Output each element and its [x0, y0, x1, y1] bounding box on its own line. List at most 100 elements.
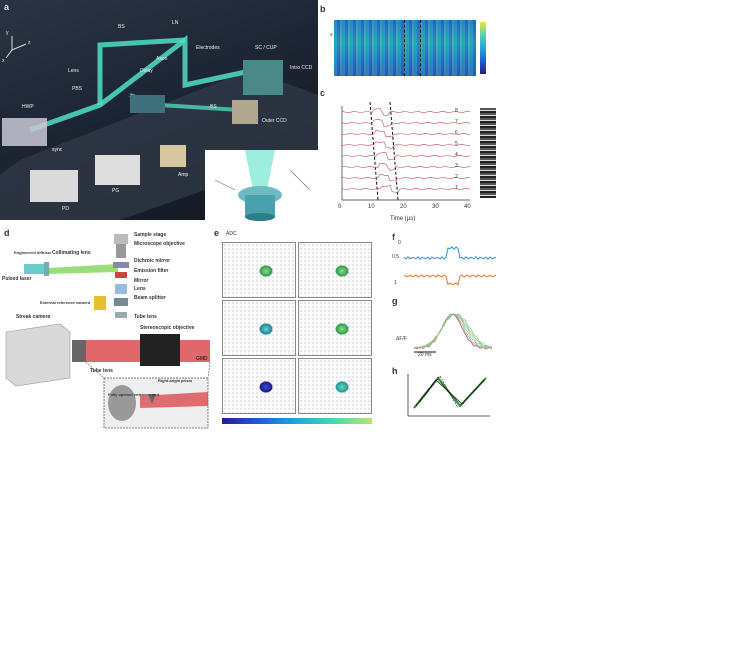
label-delay: Delay	[140, 68, 153, 74]
panel-d-letter: d	[4, 228, 10, 238]
label-tube-lens-bottom: Tube lens	[90, 368, 113, 374]
panel-c: c Time (μs) 0 10 20 30 40 8 7 6 5 4 3 2 …	[320, 88, 502, 228]
label-sample-stage: Sample stage	[134, 232, 167, 238]
trace-guide-2	[389, 101, 399, 201]
label-microscope-objective: Microscope objective	[134, 241, 185, 247]
trace-labels: 8 7 6 5 4 3 2 1	[455, 108, 465, 196]
axis-y: y	[6, 30, 9, 36]
trace-label-7: 7	[455, 119, 458, 125]
panel-h-plot	[407, 374, 490, 417]
panel-h: h	[390, 366, 502, 424]
trace-2	[341, 174, 471, 182]
panel-a-setup: a BS LN Electrodes SC / CUP Intro CCD Le…	[0, 0, 318, 220]
trace-label-2: 2	[455, 174, 458, 180]
label-stereoscopic-objective: Stereoscopic objective	[140, 325, 195, 331]
label-axon: Axon	[156, 56, 168, 62]
panel-f: f 0.5 1 0	[390, 232, 502, 292]
traces-axes	[341, 106, 470, 201]
trace-5	[341, 141, 471, 149]
dff-trace-6	[413, 313, 493, 349]
tile-4	[298, 300, 372, 356]
panel-b-axis-label: x	[330, 32, 333, 38]
tile-5	[222, 358, 296, 414]
trace-label-8: 8	[455, 108, 458, 114]
panel-d: d Collimating lens Engineered diffuser P…	[0, 228, 215, 433]
label-hwp: HWP	[22, 104, 34, 110]
panel-f-letter: f	[392, 232, 395, 242]
label-lens: Lens	[134, 286, 146, 292]
label-bs-top: BS	[118, 24, 125, 30]
label-pulsed-laser: Pulsed laser	[2, 276, 32, 282]
label-collimating-lens: Collimating lens	[52, 250, 91, 256]
inset-objective	[214, 150, 311, 221]
label-lens: Lens	[68, 68, 79, 74]
panel-f-ytick-0-5: 0.5	[392, 254, 399, 260]
panel-f-ytick-1: 1	[394, 280, 397, 286]
panel-d-diagram	[5, 234, 211, 429]
xtick-40: 40	[464, 204, 471, 210]
label-emission-filter: Emission filter	[134, 268, 169, 274]
trace-3	[341, 163, 471, 171]
tile-1	[222, 242, 296, 298]
trace-7	[341, 119, 471, 127]
trace-6	[341, 130, 471, 138]
panel-e: e ADC	[214, 228, 376, 438]
heatmap-dash-2	[420, 20, 421, 76]
trace-label-3: 3	[455, 163, 458, 169]
label-outer-ccd: Outer CCD	[262, 118, 287, 124]
label-dichroic-mirror: Dichroic mirror	[134, 258, 171, 264]
xtick-10: 10	[368, 204, 375, 210]
panel-g: g ΔF/F 20 ms	[390, 296, 502, 362]
label-external-reference-camera: External reference camera	[40, 300, 91, 305]
label-intro-ccd: Intro CCD	[290, 65, 313, 71]
panel-g-scale-label: 20 ms	[418, 352, 432, 358]
axis-z: z	[28, 40, 31, 46]
label-amp: Amp	[178, 172, 189, 178]
panel-a-diagram	[0, 34, 318, 220]
trace-label-4: 4	[455, 152, 458, 158]
panel-e-letter: e	[214, 228, 220, 238]
xtick-30: 30	[432, 204, 439, 210]
label-sync: sync	[52, 147, 63, 153]
label-engineered-diffuser: Engineered diffuser	[14, 250, 52, 255]
panel-g-ylabel: ΔF/F	[396, 336, 407, 342]
panel-b: b x	[320, 4, 492, 80]
label-electrodes: Electrodes	[196, 45, 220, 51]
label-streak-camera: Streak camera	[16, 314, 51, 320]
xtick-0: 0	[338, 204, 342, 210]
cell-6	[335, 381, 349, 393]
traces-plot	[341, 101, 471, 201]
kymograph	[480, 108, 496, 198]
panel-a-letter: a	[4, 2, 10, 12]
label-sc-cup: SC / CUP	[255, 45, 277, 51]
panel-a-inset	[205, 150, 318, 222]
heatmap	[334, 20, 476, 76]
panel-h-letter: h	[392, 366, 398, 376]
trace-orange	[403, 274, 497, 287]
panel-e-tag: ADC	[226, 231, 237, 237]
label-mirror: Mirror	[134, 278, 149, 284]
tile-6	[298, 358, 372, 414]
panel-c-letter: c	[320, 88, 326, 98]
trace-1	[341, 185, 471, 193]
label-beam-splitter: Beam splitter	[134, 295, 166, 301]
cell-1	[259, 265, 273, 277]
trace-label-6: 6	[455, 130, 458, 136]
panel-c-xlabel: Time (μs)	[390, 216, 416, 222]
tile-2	[298, 242, 372, 298]
cell-3	[259, 323, 273, 335]
trace-4	[341, 152, 471, 160]
panel-f-marker: 0	[398, 240, 401, 246]
dff-trace-5	[413, 313, 493, 349]
label-fully-opened-port: Fully opened entrance port	[108, 392, 160, 397]
panel-b-letter: b	[320, 4, 326, 14]
panel-g-plot	[413, 313, 493, 353]
tile-3	[222, 300, 296, 356]
label-pd: PD	[62, 206, 69, 212]
label-pbs: PBS	[72, 86, 83, 92]
axis-x: x	[2, 58, 5, 64]
label-tube-lens-top: Tube lens	[134, 314, 157, 320]
trace-label-5: 5	[455, 141, 458, 147]
panel-f-plot	[403, 246, 497, 287]
heatmap-colorbar	[480, 22, 486, 74]
